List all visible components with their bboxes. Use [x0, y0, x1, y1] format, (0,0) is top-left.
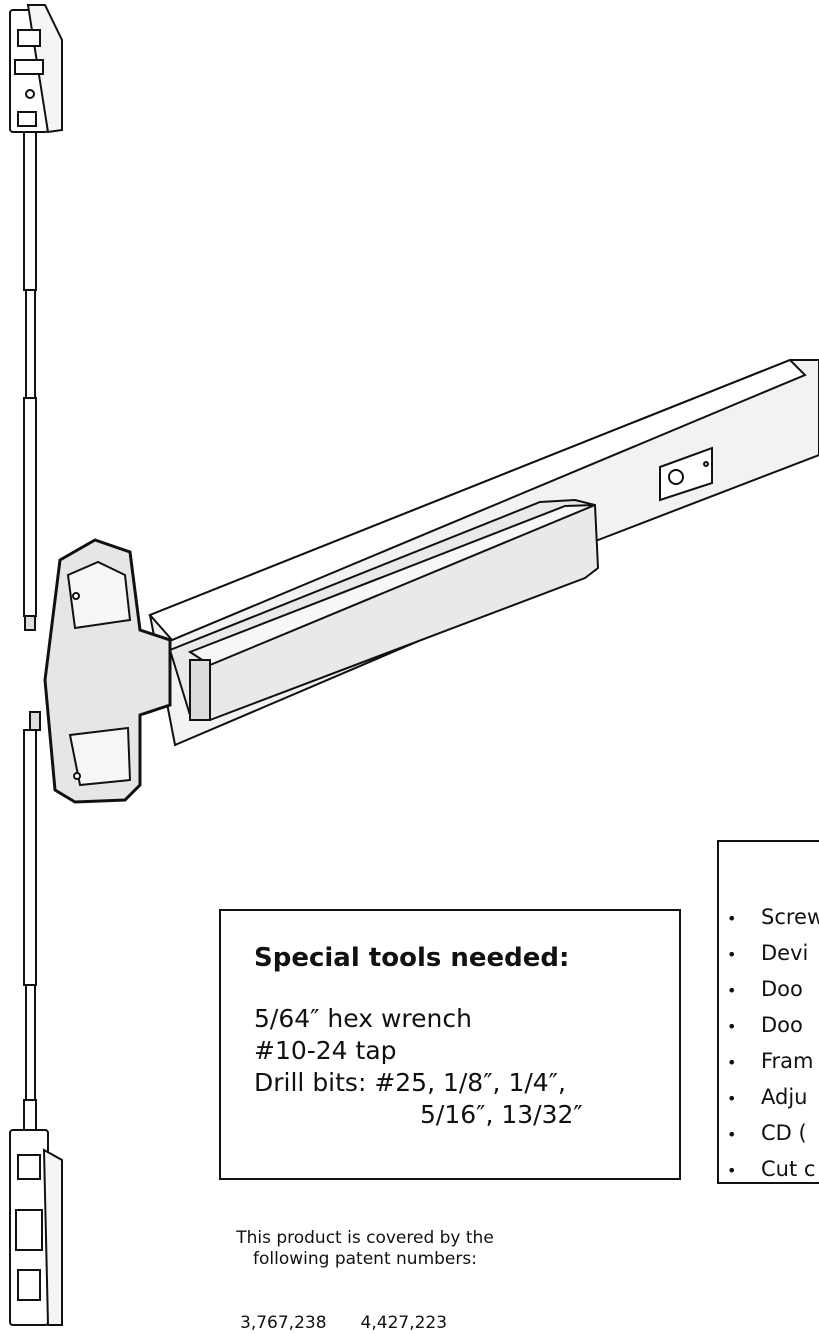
tool-item: #10-24 tap [254, 1036, 397, 1065]
patent-numbers: 3,767,238 4,427,223 [240, 1313, 481, 1333]
bullet-icon: • [727, 1161, 737, 1180]
bullet-icon: • [727, 909, 737, 928]
bullet-icon: • [727, 1017, 737, 1036]
parts-list-item: •Fram [727, 1044, 819, 1080]
parts-list-box: •Screw •Devi •Doo •Doo •Fram •Adju •CD (… [717, 840, 819, 1184]
parts-list-item: •Doo [727, 972, 819, 1008]
patent-note-line: following patent numbers: [253, 1249, 477, 1269]
bullet-icon: • [727, 1125, 737, 1144]
top-latch-assembly [9, 4, 63, 134]
parts-list-item: •Adju [727, 1080, 819, 1116]
special-tools-title: Special tools needed: [254, 943, 570, 973]
patent-number: 3,767,238 [240, 1313, 327, 1333]
tool-item: 5/64″ hex wrench [254, 1004, 472, 1033]
bottom-vertical-rod [23, 711, 41, 1131]
parts-list-item: •Doo [727, 1008, 819, 1044]
parts-list-item: •Devi [727, 936, 819, 972]
bullet-icon: • [727, 1089, 737, 1108]
parts-list-item: •CD ( [727, 1116, 819, 1152]
special-tools-box: Special tools needed: 5/64″ hex wrench #… [219, 909, 681, 1180]
bottom-latch-assembly [9, 1129, 63, 1326]
device-chassis [43, 538, 172, 804]
patent-number: 4,427,223 [360, 1313, 448, 1333]
parts-list: •Screw •Devi •Doo •Doo •Fram •Adju •CD (… [727, 900, 819, 1182]
cylinder-plate [659, 446, 713, 502]
patent-note: This product is covered by the following… [210, 1228, 520, 1270]
parts-list-item: •Screw [727, 900, 819, 936]
push-pad [168, 498, 600, 722]
top-vertical-rod [23, 131, 37, 631]
patent-note-line: This product is covered by the [236, 1228, 494, 1248]
bullet-icon: • [727, 945, 737, 964]
tool-item: 5/16″, 13/32″ [420, 1100, 583, 1129]
tool-item: Drill bits: #25, 1/8″, 1/4″, [254, 1068, 566, 1097]
bullet-icon: • [727, 981, 737, 1000]
bullet-icon: • [727, 1053, 737, 1072]
parts-list-item: •Cut c [727, 1152, 819, 1182]
